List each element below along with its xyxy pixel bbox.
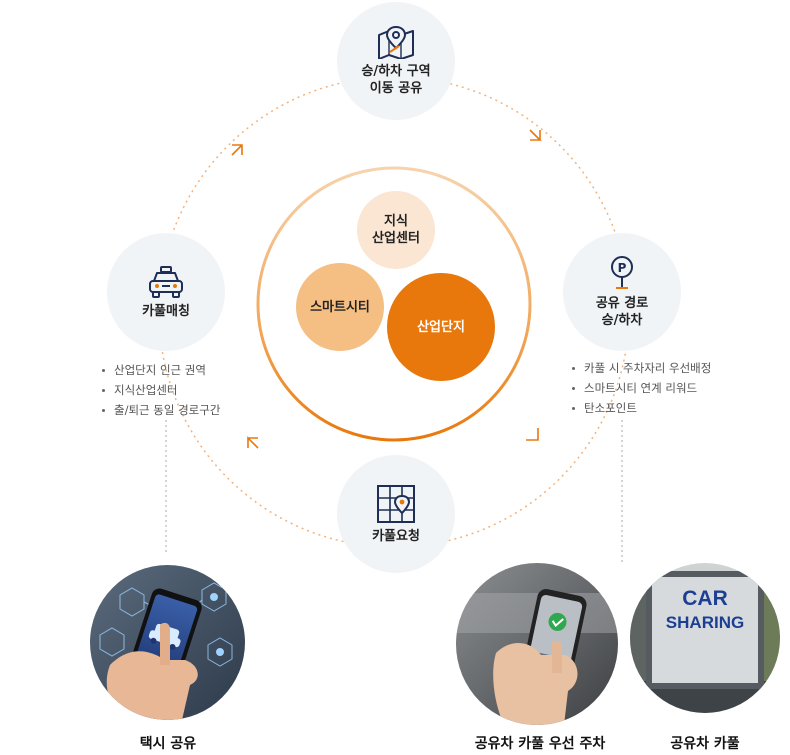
bubble-smart-city: 스마트시티 <box>296 263 384 351</box>
left-bullet-list: 산업단지 인근 권역 지식산업센터 출/퇴근 동일 경로구간 <box>100 360 220 420</box>
node-carpool-matching-label: 카풀매칭 <box>142 303 190 319</box>
arrow-top-right-icon <box>529 129 542 141</box>
caption-taxi-sharing: 택시 공유 <box>139 736 197 752</box>
arrow-bottom-right-icon <box>526 428 539 441</box>
right-bullet-list: 카풀 시 주차자리 우선배정 스마트시티 연계 리워드 탄소포인트 <box>570 358 711 418</box>
node-carpool-matching: 카풀매칭 <box>107 233 225 351</box>
node-shared-route: P 공유 경로 승/하차 <box>563 233 681 351</box>
list-item: 산업단지 인근 권역 <box>100 360 220 380</box>
photo-priority-parking <box>456 563 618 725</box>
node-carpool-request-label: 카풀요청 <box>372 528 420 544</box>
map-pin-icon <box>378 25 414 59</box>
bubble-industrial-complex: 산업단지 <box>387 273 495 381</box>
bubble-knowledge-center: 지식 산업센터 <box>357 191 435 269</box>
node-carpool-request: 카풀요청 <box>337 455 455 573</box>
arrow-top-left-icon <box>231 144 243 156</box>
list-item: 지식산업센터 <box>100 380 220 400</box>
photo-taxi-sharing <box>90 565 245 720</box>
sign-text-sharing: SHARING <box>665 613 745 632</box>
list-item: 카풀 시 주차자리 우선배정 <box>570 358 711 378</box>
taxi-icon <box>149 265 183 298</box>
svg-text:P: P <box>618 261 627 275</box>
list-item: 출/퇴근 동일 경로구간 <box>100 400 220 420</box>
node-shared-route-label: 공유 경로 승/하차 <box>595 296 649 328</box>
list-item: 스마트시티 연계 리워드 <box>570 378 711 398</box>
parking-pin-icon: P <box>611 256 633 289</box>
caption-priority-parking: 공유차 카풀 우선 주차 <box>474 736 606 752</box>
photo-car-sharing-sign: CAR SHARING <box>630 563 780 713</box>
grid-map-pin-icon <box>377 484 415 523</box>
caption-car-sharing: 공유차 카풀 <box>670 736 740 752</box>
list-item: 탄소포인트 <box>570 398 711 418</box>
arrow-bottom-left-icon <box>247 436 259 449</box>
node-pickup-zone-label: 승/하차 구역 이동 공유 <box>361 64 431 96</box>
sign-text-car: CAR <box>682 587 728 610</box>
node-pickup-zone: 승/하차 구역 이동 공유 <box>337 2 455 120</box>
